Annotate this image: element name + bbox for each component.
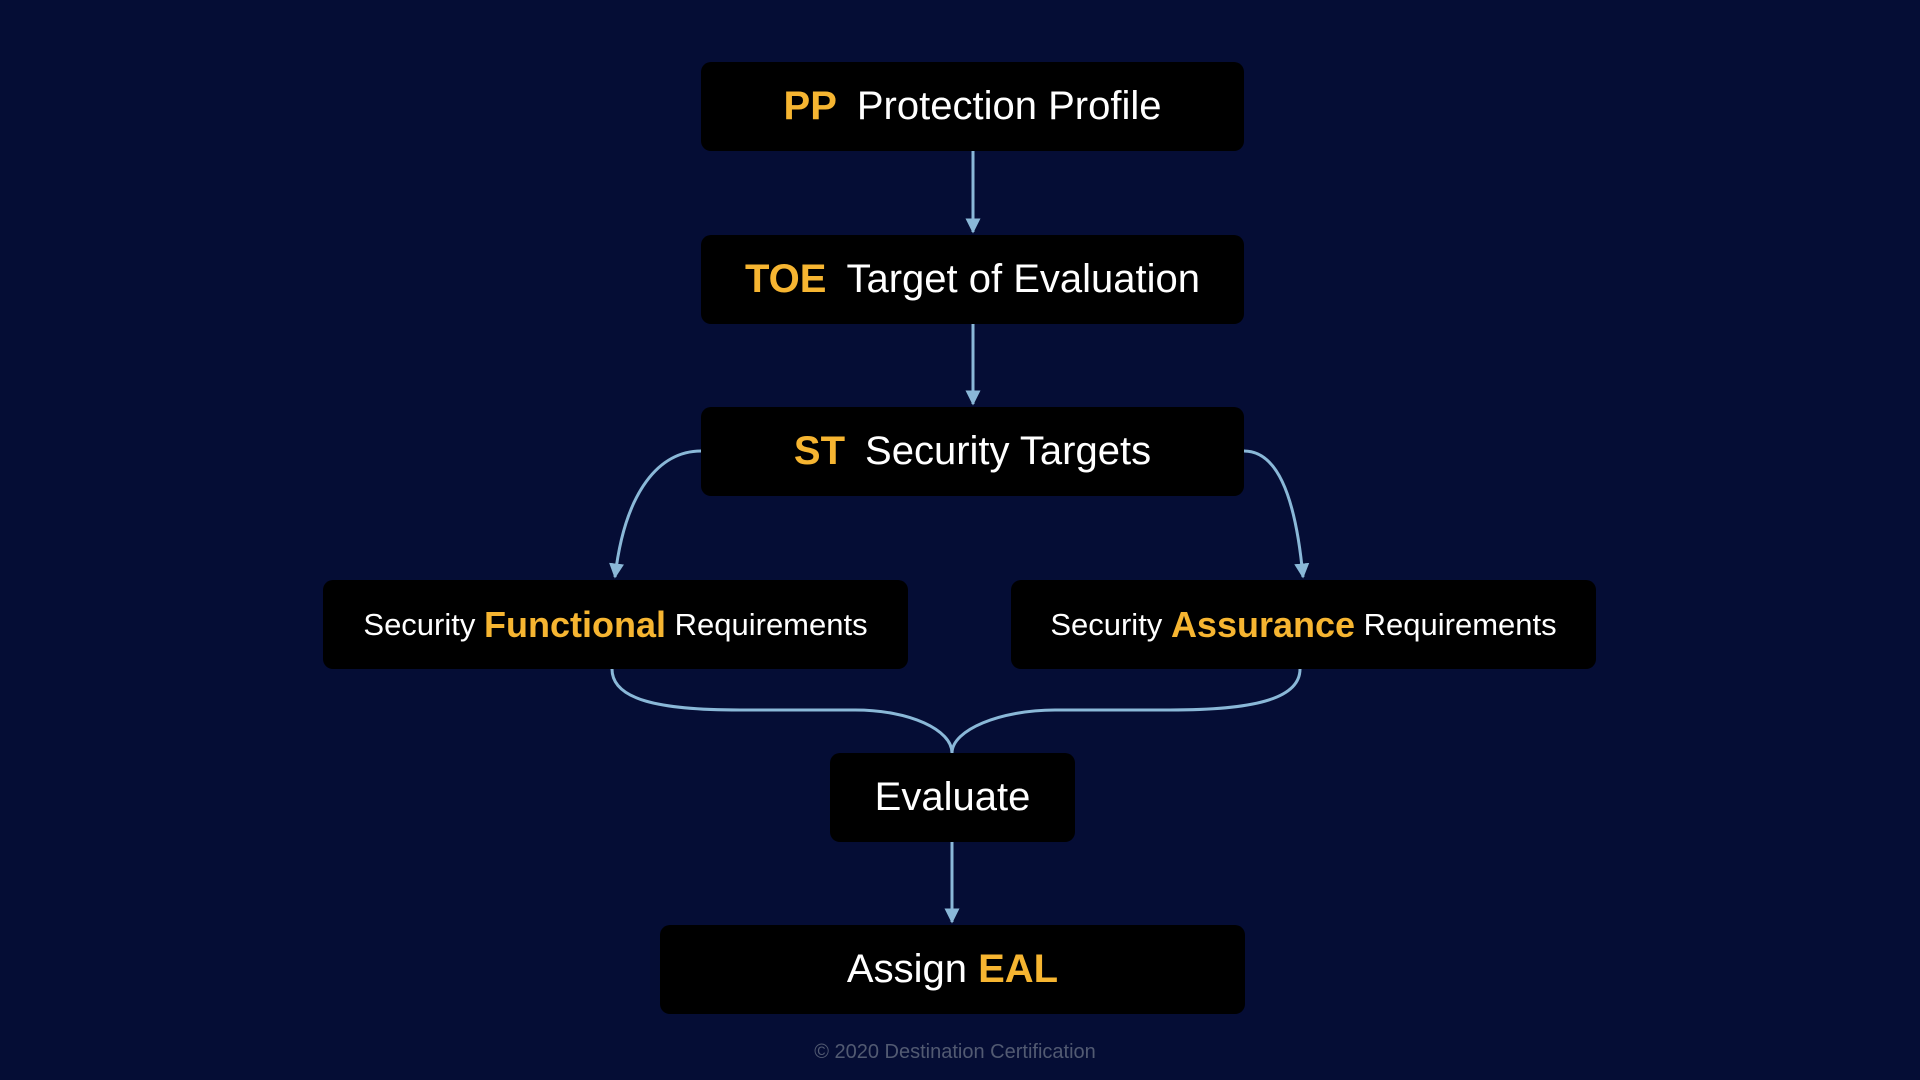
pp-label: Protection Profile	[856, 84, 1162, 128]
sar-highlight: Assurance	[1170, 603, 1356, 645]
sfr-suffix: Requirements	[674, 606, 868, 642]
sar-prefix: Security	[1050, 606, 1163, 642]
toe-acronym: TOE	[744, 257, 827, 301]
arrow-st-to-sar	[1243, 449, 1310, 579]
protection-profile-box: PP Protection Profile	[701, 62, 1244, 151]
arrow-st-to-sfr	[609, 449, 702, 579]
evaluate-label: Evaluate	[874, 775, 1031, 819]
toe-label: Target of Evaluation	[846, 257, 1201, 301]
copyright-footer: © 2020 Destination Certification	[814, 1041, 1096, 1063]
target-of-evaluation-box: TOE Target of Evaluation	[701, 235, 1244, 324]
brace-right	[950, 668, 1302, 754]
eal-label: Assign	[846, 947, 967, 991]
st-acronym: ST	[793, 429, 846, 473]
sar-suffix: Requirements	[1363, 606, 1557, 642]
brace-left	[610, 668, 954, 754]
assign-eal-box: Assign EAL	[660, 925, 1245, 1014]
evaluate-box: Evaluate	[830, 753, 1075, 842]
st-label: Security Targets	[865, 429, 1152, 473]
pp-acronym: PP	[783, 84, 837, 128]
eal-acronym: EAL	[978, 947, 1059, 991]
sfr-highlight: Functional	[484, 603, 666, 645]
security-targets-box: ST Security Targets	[701, 407, 1244, 496]
sfr-prefix: Security	[363, 606, 476, 642]
security-assurance-requirements-box: Security Assurance Requirements	[1011, 580, 1596, 669]
security-functional-requirements-box: Security Functional Requirements	[323, 580, 908, 669]
